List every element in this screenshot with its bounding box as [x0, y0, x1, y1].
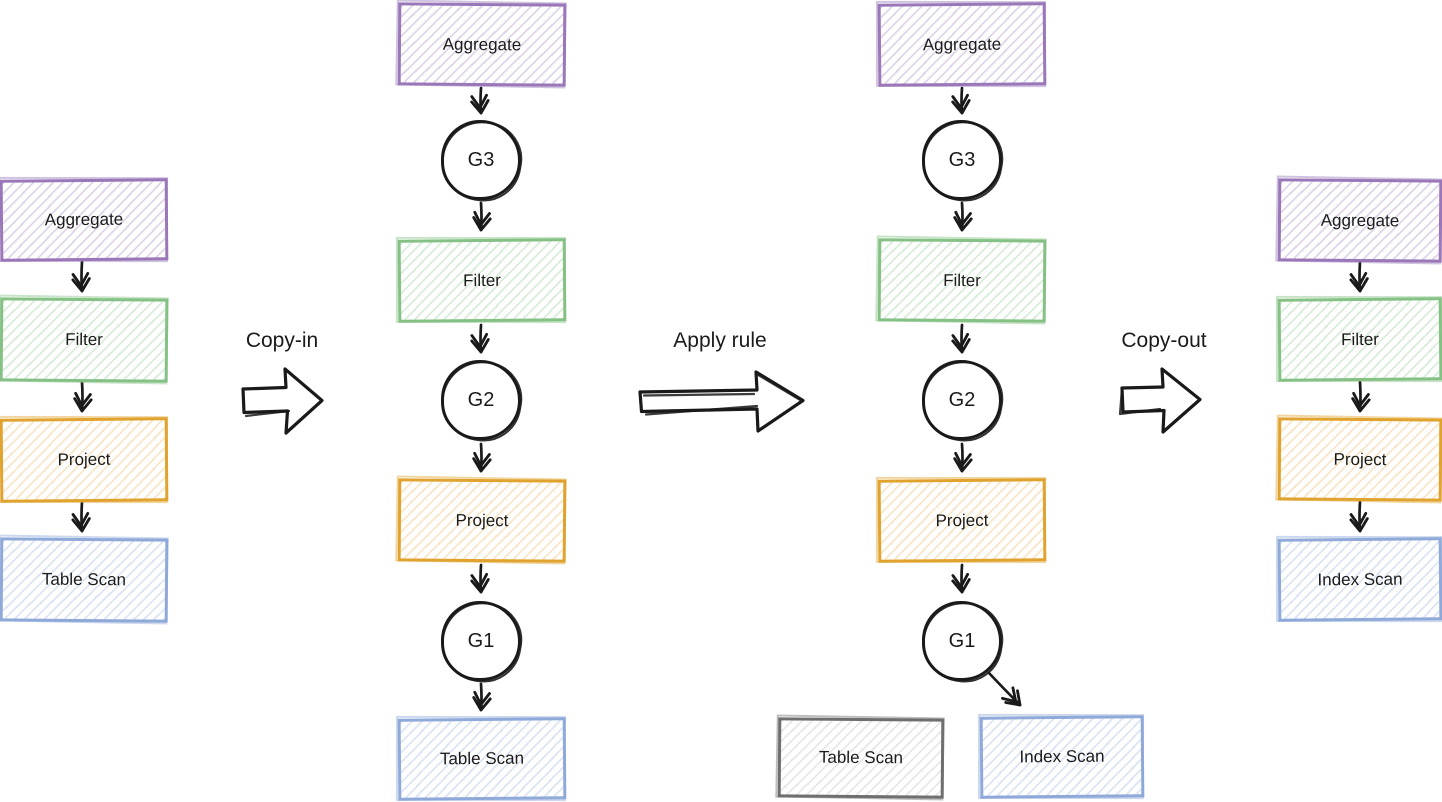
output-filter-node: Filter	[1277, 297, 1442, 382]
output-filter-label: Filter	[1341, 329, 1379, 349]
memo1-filter-label: Filter	[463, 270, 501, 290]
memo2-project-node: Project	[877, 478, 1047, 563]
output-aggregate-node: Aggregate	[1277, 178, 1442, 263]
memo2-index-scan-node: Index Scan	[979, 715, 1145, 799]
memo2-group-g1: G1	[922, 601, 1002, 681]
input-project-label: Project	[57, 449, 111, 470]
memo2-g3-label: G3	[948, 148, 976, 171]
input-filter-node: Filter	[0, 297, 169, 383]
memo1-group-g1: G1	[441, 601, 521, 681]
memo1-g3-label: G3	[467, 148, 495, 171]
memo-copy-in-edges	[470, 86, 492, 712]
copy-out-label: Copy-out	[1121, 329, 1207, 352]
memo2-table-scan-node: Table Scan	[777, 717, 945, 799]
memo1-aggregate-node: Aggregate	[397, 2, 567, 87]
input-plan-edges	[71, 260, 93, 533]
memo1-project-label: Project	[455, 510, 509, 530]
memo1-project-node: Project	[397, 478, 567, 563]
memo1-group-g3: G3	[441, 120, 521, 200]
output-project-node: Project	[1277, 417, 1442, 502]
transition-arrows	[241, 367, 1202, 435]
copy-in-label: Copy-in	[245, 329, 319, 352]
memo2-g1-label: G1	[948, 629, 976, 652]
copy-out-arrow	[1118, 367, 1202, 434]
output-index-scan-node: Index Scan	[1277, 537, 1442, 622]
memo1-table-scan-label: Table Scan	[439, 748, 525, 769]
input-table-scan-label: Table Scan	[41, 569, 127, 590]
memo1-filter-node: Filter	[397, 238, 567, 323]
memo1-group-g2: G2	[441, 360, 521, 440]
memo2-filter-label: Filter	[943, 270, 981, 290]
memo2-g2-label: G2	[948, 388, 976, 411]
memo2-aggregate-label: Aggregate	[922, 34, 1002, 54]
apply-rule-label: Apply rule	[673, 329, 767, 352]
memo2-aggregate-node: Aggregate	[877, 2, 1047, 87]
memo2-project-label: Project	[935, 510, 989, 530]
input-aggregate-node: Aggregate	[0, 178, 169, 262]
input-project-node: Project	[0, 417, 169, 503]
memo1-aggregate-label: Aggregate	[442, 34, 522, 54]
memo2-group-g2: G2	[922, 360, 1002, 440]
apply-rule-arrow	[638, 370, 805, 433]
memo1-table-scan-node: Table Scan	[397, 717, 567, 801]
memo2-index-scan-label: Index Scan	[1019, 746, 1105, 767]
memo1-g1-label: G1	[467, 629, 495, 652]
memo1-g2-label: G2	[467, 388, 495, 411]
memo-after-rule-edges	[951, 86, 1022, 707]
input-filter-label: Filter	[65, 329, 103, 350]
output-aggregate-label: Aggregate	[1320, 210, 1400, 230]
memo2-group-g3: G3	[922, 120, 1002, 200]
input-aggregate-label: Aggregate	[44, 209, 124, 230]
copy-in-arrow	[241, 367, 324, 435]
output-project-label: Project	[1333, 449, 1387, 469]
input-table-scan-node: Table Scan	[0, 537, 169, 623]
memo2-filter-node: Filter	[877, 238, 1047, 323]
output-index-scan-label: Index Scan	[1317, 569, 1403, 589]
memo2-table-scan-label: Table Scan	[818, 747, 904, 768]
output-plan-edges	[1349, 260, 1371, 533]
